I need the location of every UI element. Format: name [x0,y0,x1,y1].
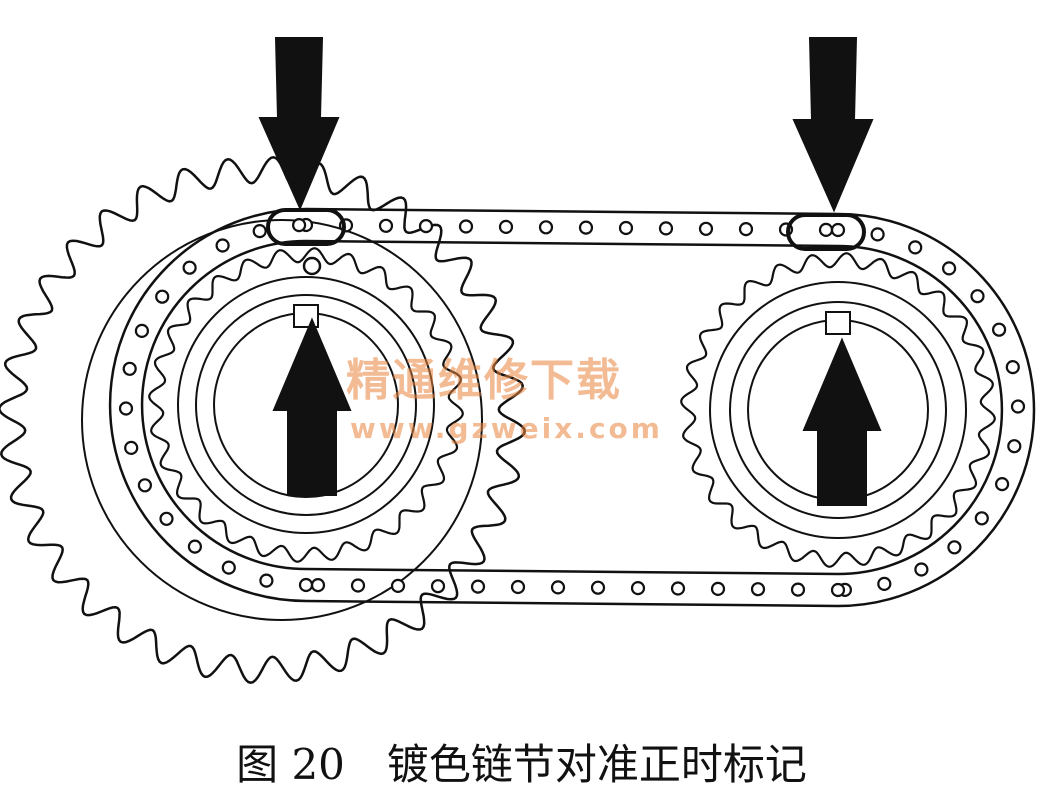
chain-link-pin [378,218,394,233]
chain-link-pin [259,573,274,588]
left-timing-mark-arrow [272,317,352,496]
timing-mark-arrow-shape [272,317,352,496]
chain-link-pin [830,222,846,238]
chain-link-pin [941,261,957,276]
chain-link-pin [221,560,236,575]
chain-link-pin [510,579,526,595]
chain-link-pin [470,579,486,594]
chain-link-pin [877,576,892,592]
large-gear-inner-ring [81,219,483,621]
left-sprocket-dot-mark [302,256,322,276]
chain-link-pin [818,222,834,237]
chain-link-pin [1010,399,1026,414]
chain-link-pin [310,577,326,593]
chain-link-pin [550,580,566,595]
chain-link-pin [215,238,230,253]
sprocket-keyway [825,311,851,335]
chain-link-pin [970,289,985,304]
chain-link-pin [870,227,885,242]
timing-chain [108,207,1036,608]
sprocket-ring-2 [729,301,947,519]
chain-link-pin [458,219,474,234]
chain-link-pin [118,401,134,416]
chain-link-pin [670,581,686,596]
chain-link-pin [1005,360,1020,375]
chain-link-pin [418,219,434,234]
chain-inner-edge [140,239,1004,576]
plated-link-pointer-arrows [258,37,874,213]
chain-link-pin [710,581,726,597]
sprocket-ring-1 [709,281,967,539]
chain-link-pin [122,361,137,376]
chain-link-pin [430,579,446,594]
chain-link-pin [830,582,846,598]
chain-link-pin [124,440,139,455]
chain-link-pin [790,582,806,597]
pointer-arrow [792,37,874,213]
watermark-url: www.gzweix.com [350,412,663,445]
chain-link-pin [991,322,1007,337]
chain-link-pin [1007,439,1022,454]
chain-link-pin [187,539,202,554]
plated-link-2 [786,213,866,251]
chain-link-pin [134,323,149,338]
chain-link-pin [908,240,923,255]
sprocket-ring-1 [177,276,435,534]
chain-link-pin [252,224,267,239]
chain-link-pin [658,221,674,236]
watermark-logo-text: 精通维修下载 [346,355,622,406]
chain-outer-edge [108,207,1036,608]
chain-link-pin [390,578,406,594]
chain-link-pin [974,511,989,526]
chain-link-pin [350,578,366,593]
chain-link-pin [738,222,754,237]
chain-link-pin [292,218,307,233]
chain-link-pin [182,260,197,275]
chain-link-pin [538,220,554,235]
chain-link-pin [137,478,152,493]
chain-link-pin [914,562,929,577]
chain-link-pin [155,289,170,304]
chain-link-pin [498,219,514,234]
chain-link-pin [994,477,1010,492]
chain-link-pin [298,577,314,593]
chain-link-pin [590,580,606,595]
chain-link-pin [750,582,766,597]
chain-link-pin [618,220,634,236]
chain-link-pin [159,511,174,526]
timing-mark-arrow-shape [802,337,882,506]
plated-link-1 [266,208,346,246]
figure-caption: 图 20 镀色链节对准正时标记 [236,740,807,789]
chain-link-pin [698,221,714,236]
chain-link-pin [630,580,646,596]
sprocket-ring-2 [195,294,417,516]
pointer-arrow [258,37,340,211]
chain-link-pin [578,220,594,235]
chain-link-pin [947,540,962,555]
right-timing-mark-arrow [802,337,882,506]
